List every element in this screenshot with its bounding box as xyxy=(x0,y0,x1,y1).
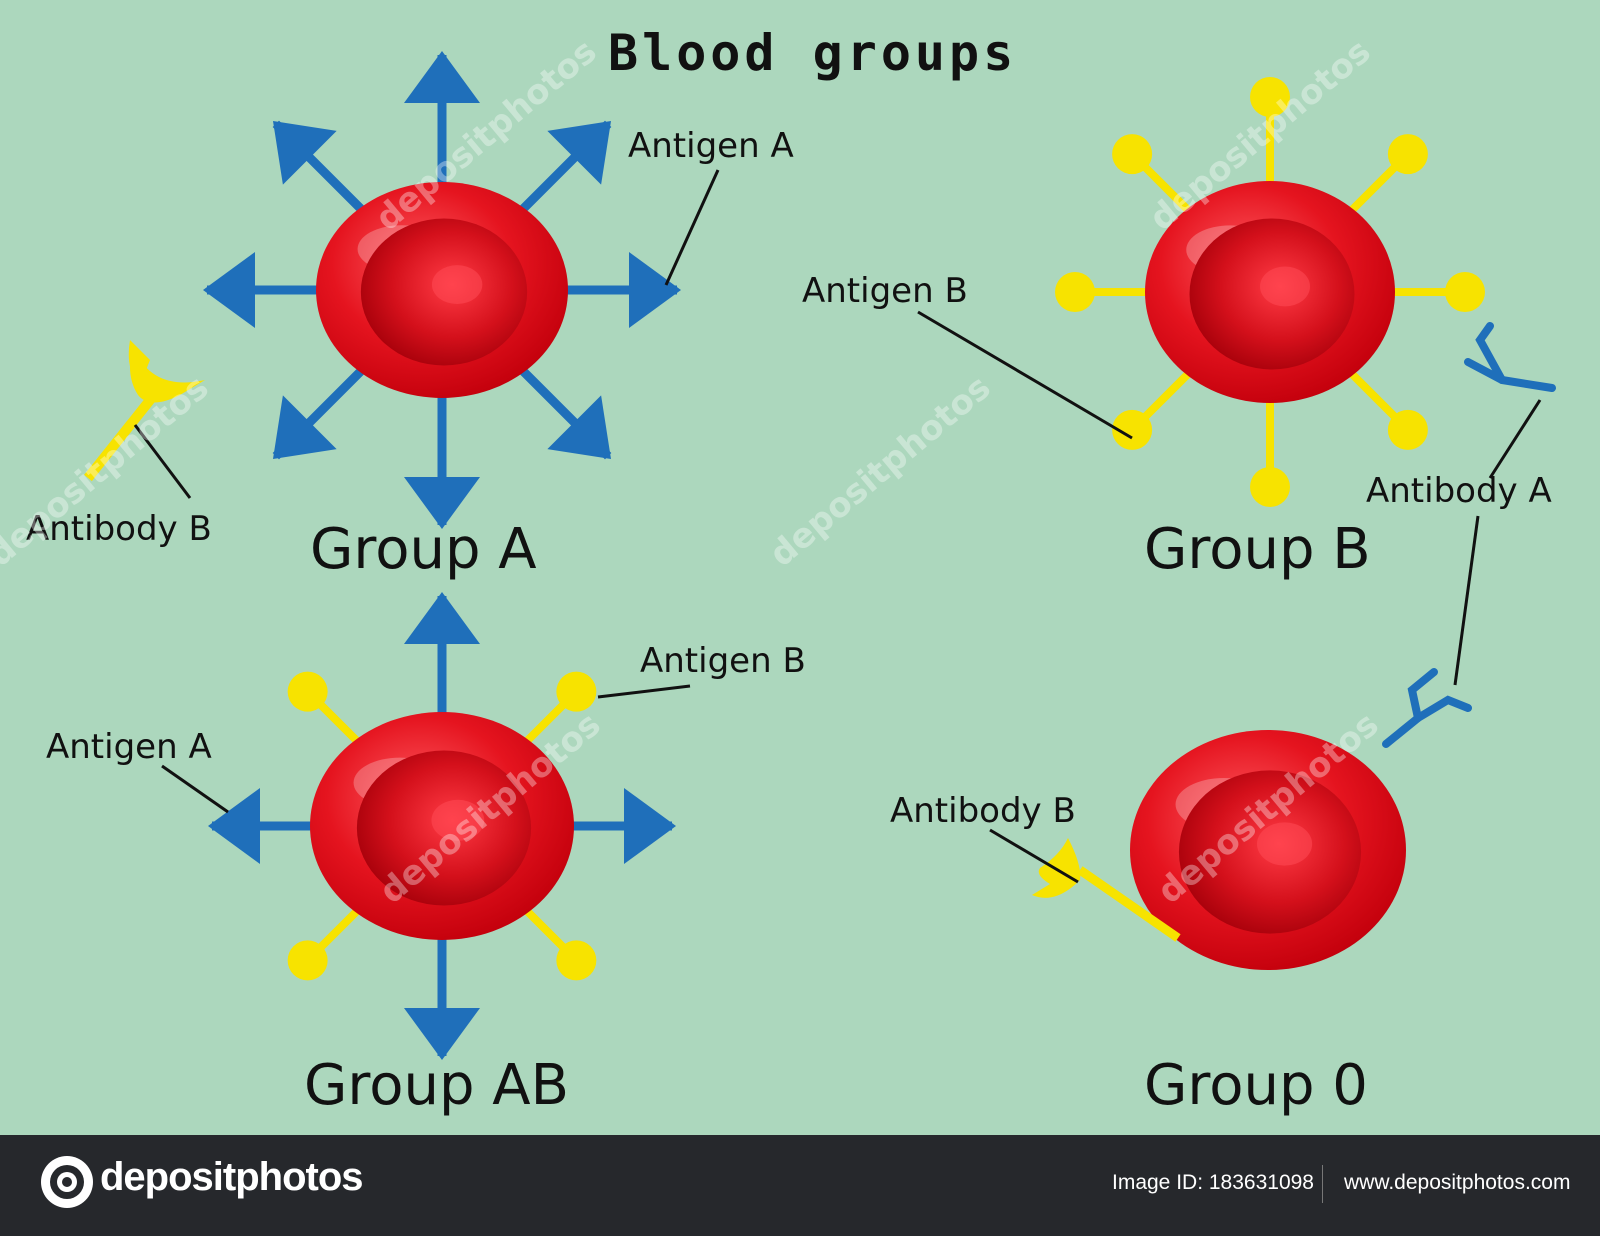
site-url-text: www.depositphotos.com xyxy=(1344,1171,1571,1194)
group-a-cell xyxy=(203,51,681,529)
red-blood-cell-icon xyxy=(316,182,568,398)
brand-logo-text: depositphotos xyxy=(100,1155,364,1199)
group-0-label: Group 0 xyxy=(1144,1053,1368,1118)
group-ab-cell xyxy=(208,592,676,1060)
group-0-antibody-b-label: Antibody B xyxy=(890,791,1076,831)
red-blood-cell-icon xyxy=(310,712,574,940)
group-b-antigen-b-leader xyxy=(917,310,1133,440)
diagram-title: Blood groups xyxy=(608,24,1017,82)
group-a-antigen-a-leader xyxy=(664,169,720,286)
red-blood-cell-icon xyxy=(1130,730,1406,970)
group-a-antigen-a-label: Antigen A xyxy=(628,126,794,166)
camera-icon xyxy=(41,1156,93,1208)
group-b-cell xyxy=(1055,77,1485,507)
group-ab-antigen-b-leader xyxy=(597,684,691,699)
group-a-label: Group A xyxy=(310,517,537,582)
group-b-antigen-b-label: Antigen B xyxy=(802,271,968,311)
antibody-b-icon xyxy=(84,340,205,482)
watermark-text: depositphotos xyxy=(762,367,998,574)
group-ab-antigen-a-leader xyxy=(161,764,229,814)
image-id-text: Image ID: 183631098 xyxy=(1112,1171,1314,1194)
diagram-canvas: Blood groups Antigen A Antibody B Group … xyxy=(0,24,1556,1118)
group-0-cell xyxy=(1130,730,1406,970)
group-b-antibody-a-leader-top xyxy=(1488,399,1542,479)
group-ab-antigen-a-label: Antigen A xyxy=(46,727,212,767)
antibody-a-icon xyxy=(1464,322,1556,392)
red-blood-cell-icon xyxy=(1145,181,1395,403)
group-0-antibody-b-leader xyxy=(989,828,1079,884)
footer-bar: depositphotos Image ID: 183631098 www.de… xyxy=(0,1135,1600,1236)
group-a-antibody-b-leader xyxy=(133,424,192,499)
footer-divider xyxy=(1322,1165,1323,1203)
group-ab-label: Group AB xyxy=(304,1053,569,1118)
group-a-antibody-b-label: Antibody B xyxy=(26,509,212,549)
group-b-antibody-a-label: Antibody A xyxy=(1366,471,1552,511)
group-ab-antigen-b-label: Antigen B xyxy=(640,641,806,681)
antibody-a-icon xyxy=(1382,668,1472,748)
group-b-label: Group B xyxy=(1144,517,1371,582)
group-b-antibody-a-leader-bottom xyxy=(1453,515,1480,686)
